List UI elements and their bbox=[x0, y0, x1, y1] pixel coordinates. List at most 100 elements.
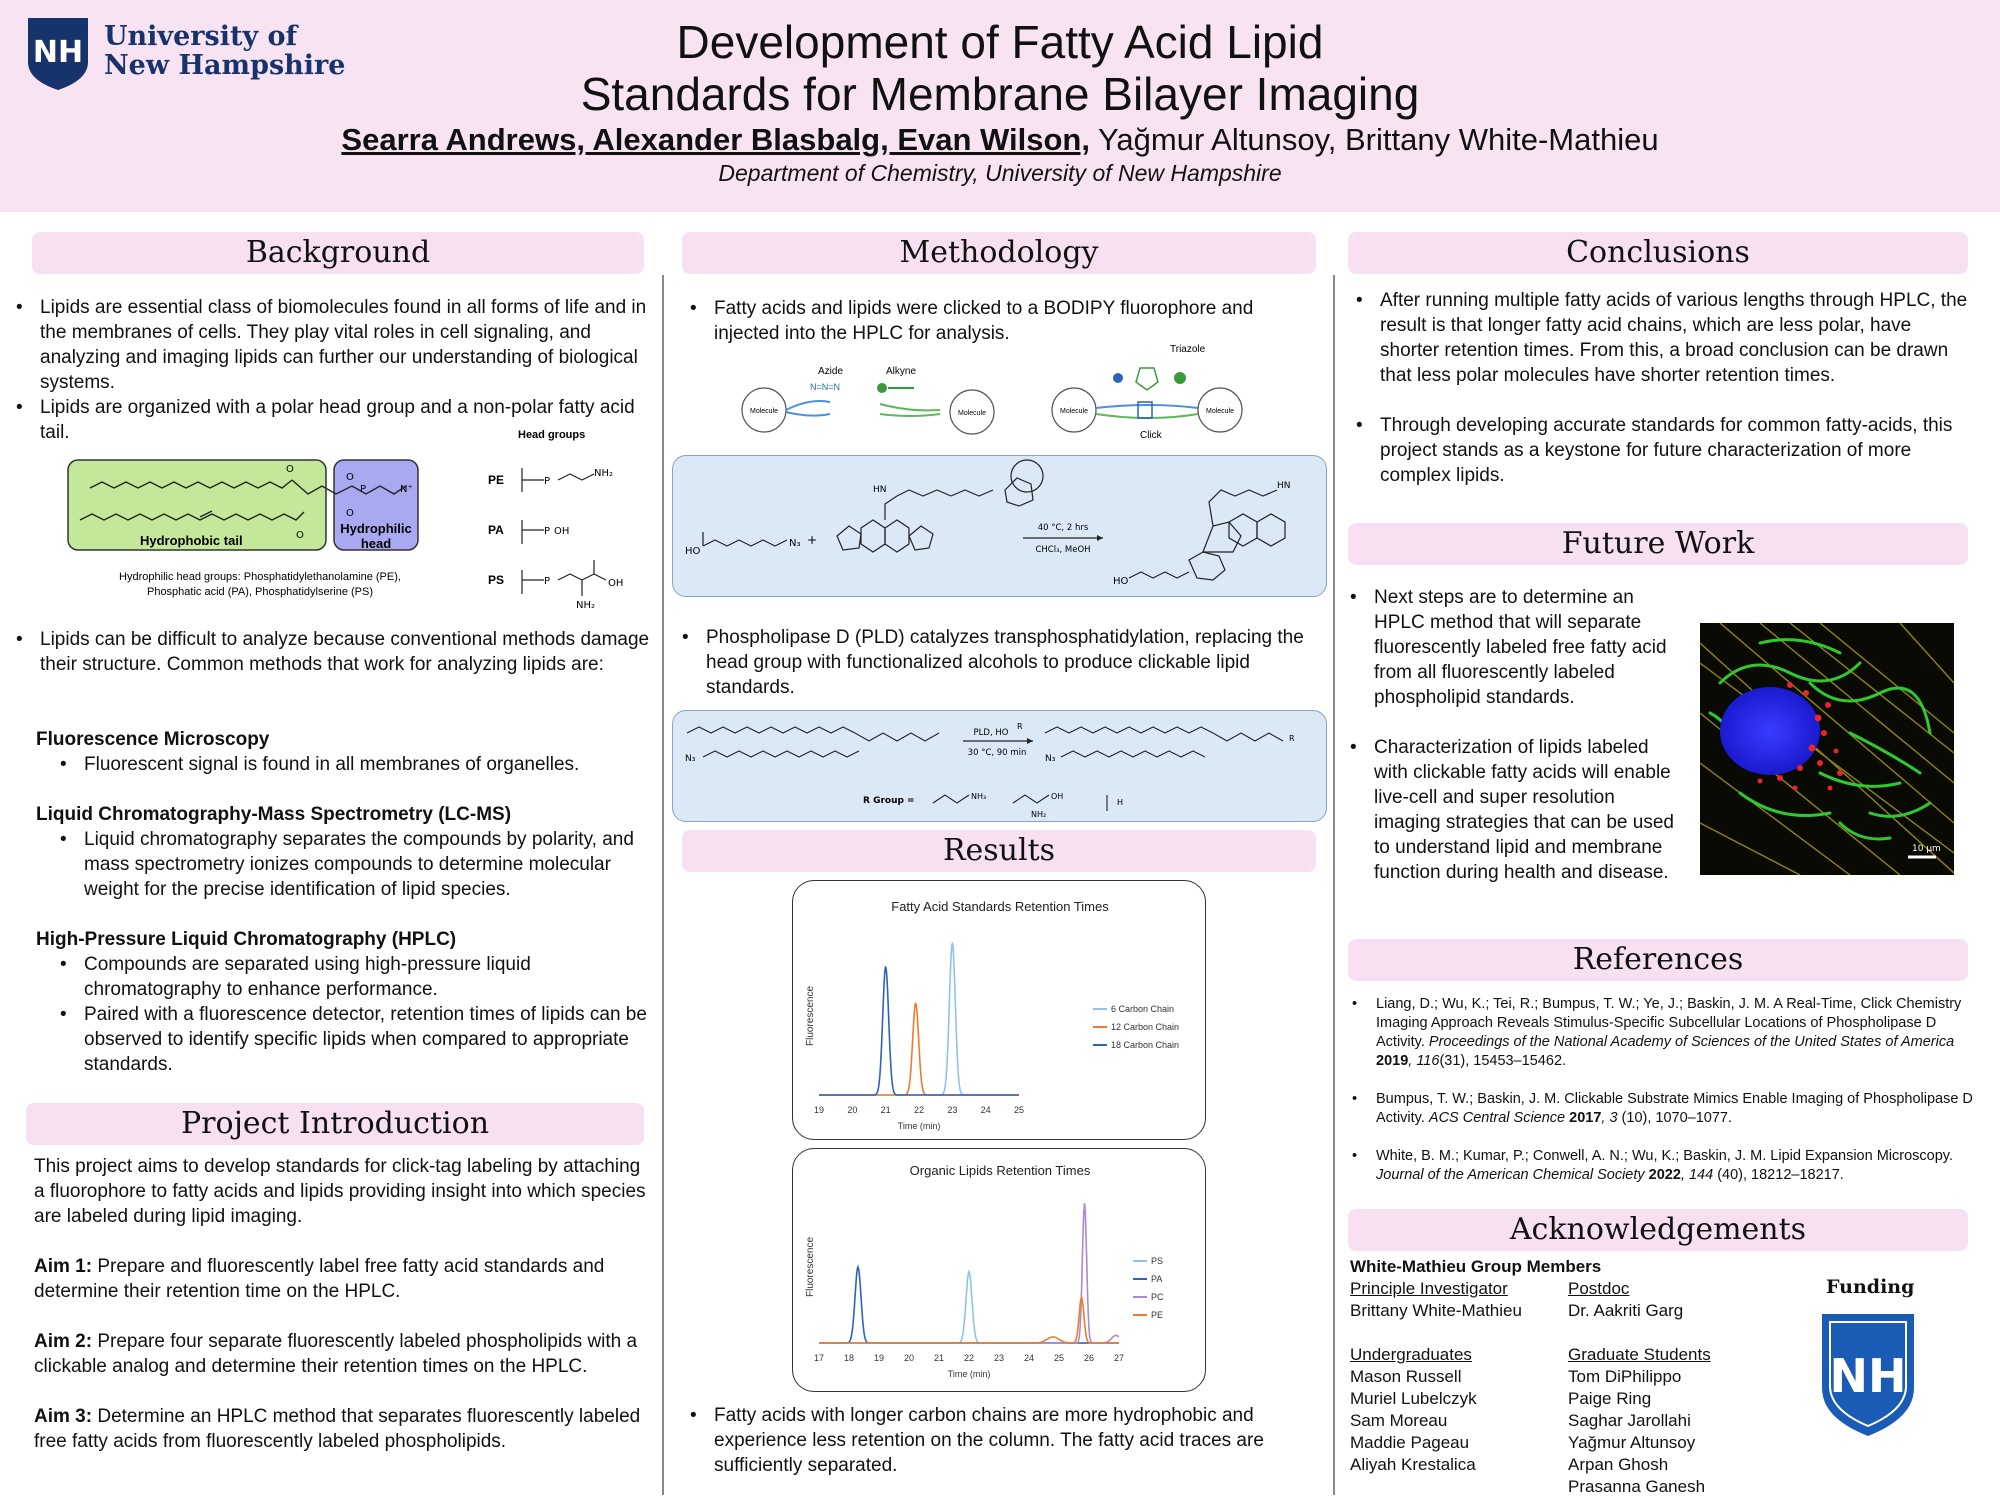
conclusions-bullet-1: After running multiple fatty acids of va… bbox=[1352, 288, 1972, 388]
background-bullet-3: Lipids can be difficult to analyze becau… bbox=[12, 627, 652, 677]
lcms-bullet: Liquid chromatography separates the comp… bbox=[56, 827, 656, 902]
pld-reaction-panel: N₃ PLD, HO R 30 °C, 90 min R N₃ R Group … bbox=[672, 710, 1327, 822]
svg-text:P: P bbox=[544, 526, 550, 537]
grad-4: Yağmur Altunsoy bbox=[1568, 1433, 1696, 1452]
head-groups-caption-1: Hydrophilic head groups: Phosphatidyleth… bbox=[119, 571, 401, 583]
methodology-heading: Methodology bbox=[682, 232, 1316, 274]
svg-text:Molecule: Molecule bbox=[1060, 408, 1088, 415]
x-tick-label: 21 bbox=[934, 1353, 944, 1363]
lcms-title: Liquid Chromatography-Mass Spectrometry … bbox=[36, 804, 512, 825]
series-line-6-carbon-chain bbox=[819, 941, 1019, 1096]
svg-text:OH: OH bbox=[1051, 792, 1063, 801]
x-axis-label: Time (min) bbox=[948, 1369, 991, 1379]
methodology-bullet-1: Fatty acids and lipids were clicked to a… bbox=[686, 296, 1316, 346]
svg-text:HO: HO bbox=[685, 546, 701, 557]
clicked-product bbox=[1128, 489, 1286, 581]
svg-text:O: O bbox=[296, 530, 304, 541]
x-tick-label: 19 bbox=[814, 1105, 824, 1115]
chart-title: Fatty Acid Standards Retention Times bbox=[891, 899, 1109, 914]
svg-text:HN: HN bbox=[1277, 481, 1291, 491]
fluorescence-microscopy-bullet: Fluorescent signal is found in all membr… bbox=[56, 752, 656, 777]
poster-title: Development of Fatty Acid Lipid Standard… bbox=[580, 16, 1420, 120]
aim-2: Aim 2: Prepare four separate fluorescent… bbox=[34, 1331, 638, 1377]
fatty-acid-retention-chart: Fatty Acid Standards Retention TimesFluo… bbox=[805, 899, 1179, 1131]
results-bullet-1: Fatty acids with longer carbon chains ar… bbox=[686, 1403, 1318, 1478]
grad-3: Saghar Jarollahi bbox=[1568, 1411, 1691, 1430]
undergraduates-title: Undergraduates bbox=[1350, 1345, 1472, 1364]
click-chemistry-schematic: Molecule Azide N=N=N Alkyne Molecule Mol… bbox=[741, 344, 1243, 441]
x-tick-label: 17 bbox=[814, 1353, 824, 1363]
future-work-bullet-1: Next steps are to determine an HPLC meth… bbox=[1346, 585, 1686, 710]
acknowledgements-heading: Acknowledgements bbox=[1348, 1209, 1968, 1251]
organic-lipids-retention-chart: Organic Lipids Retention TimesFluorescen… bbox=[805, 1163, 1164, 1379]
chart-title: Organic Lipids Retention Times bbox=[910, 1163, 1091, 1178]
future-work-bullet-2: Characterization of lipids labeled with … bbox=[1346, 735, 1686, 885]
svg-text:OH: OH bbox=[554, 526, 569, 537]
background-bullet-3-list: Lipids can be difficult to analyze becau… bbox=[12, 627, 652, 677]
svg-text:NH₂: NH₂ bbox=[576, 600, 595, 611]
x-tick-label: 23 bbox=[994, 1353, 1004, 1363]
hplc-title: High-Pressure Liquid Chromatography (HPL… bbox=[36, 929, 457, 950]
funding-label: Funding bbox=[1826, 1276, 1915, 1298]
rxn2-condition-1: PLD, HO bbox=[974, 728, 1009, 738]
legend-label: 18 Carbon Chain bbox=[1111, 1040, 1179, 1050]
authors: Searra Andrews, Alexander Blasbalg, Evan… bbox=[200, 122, 1800, 158]
background-heading: Background bbox=[32, 232, 644, 274]
series-line-12-carbon-chain bbox=[819, 1002, 1019, 1096]
background-bullet-1: Lipids are essential class of biomolecul… bbox=[12, 295, 652, 395]
glycerol-backbone bbox=[291, 479, 407, 495]
fluorescence-microscopy-title: Fluorescence Microscopy bbox=[36, 729, 270, 750]
bodipy-click-reaction-panel: HO N₃ + HN 40 °C, 2 hrs CHCl₃, MeOH HO H… bbox=[672, 455, 1327, 597]
x-tick-label: 24 bbox=[981, 1105, 991, 1115]
hydrophilic-head-box bbox=[333, 459, 419, 551]
series-line-pe bbox=[819, 1294, 1119, 1344]
ps-label: PS bbox=[488, 573, 504, 587]
scale-bar-label: 10 µm bbox=[1912, 844, 1941, 854]
svg-text:O: O bbox=[346, 508, 354, 519]
fatty-acid-chain-2 bbox=[79, 511, 305, 521]
head-group-structures bbox=[521, 468, 607, 596]
legend-label: PC bbox=[1151, 1292, 1164, 1302]
svg-text:Molecule: Molecule bbox=[958, 410, 986, 417]
department: Department of Chemistry, University of N… bbox=[718, 160, 1282, 186]
fatty-acid-chain-1 bbox=[89, 479, 293, 489]
svg-text:N₃: N₃ bbox=[789, 538, 801, 549]
svg-text:N₃: N₃ bbox=[685, 754, 696, 764]
conclusions-bullet-2: Through developing accurate standards fo… bbox=[1352, 413, 1972, 488]
svg-text:R: R bbox=[1289, 734, 1295, 743]
svg-text:H: H bbox=[1117, 798, 1123, 807]
svg-text:O: O bbox=[346, 472, 354, 483]
column-divider-right bbox=[1333, 275, 1335, 1495]
x-tick-label: 20 bbox=[847, 1105, 857, 1115]
y-axis-label: Fluorescence bbox=[805, 1237, 816, 1297]
project-intro-text: This project aims to develop standards f… bbox=[34, 1156, 646, 1227]
bodipy-click-reaction: HO N₃ + HN 40 °C, 2 hrs CHCl₃, MeOH HO H… bbox=[685, 459, 1291, 587]
head-groups-caption-2: Phosphatic acid (PA), Phosphatidylserine… bbox=[147, 586, 373, 598]
x-tick-label: 20 bbox=[904, 1353, 914, 1363]
svg-text:HN: HN bbox=[873, 485, 887, 495]
svg-text:NH₂: NH₂ bbox=[594, 468, 613, 479]
lipid-puncta bbox=[1757, 682, 1843, 791]
ack-column-right: Postdoc Dr. Aakriti Garg Graduate Studen… bbox=[1568, 1278, 1748, 1498]
results-bullets: Fatty acids with longer carbon chains ar… bbox=[686, 1403, 1318, 1478]
rxn2-condition-2: 30 °C, 90 min bbox=[968, 748, 1027, 758]
x-tick-label: 21 bbox=[881, 1105, 891, 1115]
background-bullets-top: Lipids are essential class of biomolecul… bbox=[12, 295, 652, 445]
svg-text:NH: NH bbox=[1830, 1349, 1907, 1403]
undergrad-2: Muriel Lubelczyk bbox=[1350, 1389, 1477, 1408]
hydrophobic-tail-label: Hydrophobic tail bbox=[140, 533, 243, 548]
pi-title: Principle Investigator bbox=[1350, 1279, 1508, 1298]
series-line-pa bbox=[819, 1264, 1119, 1344]
column-divider-left bbox=[662, 275, 664, 1495]
svg-text:OH: OH bbox=[608, 578, 623, 589]
svg-text:Molecule: Molecule bbox=[750, 408, 778, 415]
svg-text:+: + bbox=[807, 533, 817, 547]
results-heading: Results bbox=[682, 830, 1316, 872]
hplc-bullet-1: Compounds are separated using high-press… bbox=[56, 952, 656, 1002]
lead-authors: Searra Andrews, Alexander Blasbalg, Evan… bbox=[341, 122, 1090, 157]
legend-label: 12 Carbon Chain bbox=[1111, 1022, 1179, 1032]
